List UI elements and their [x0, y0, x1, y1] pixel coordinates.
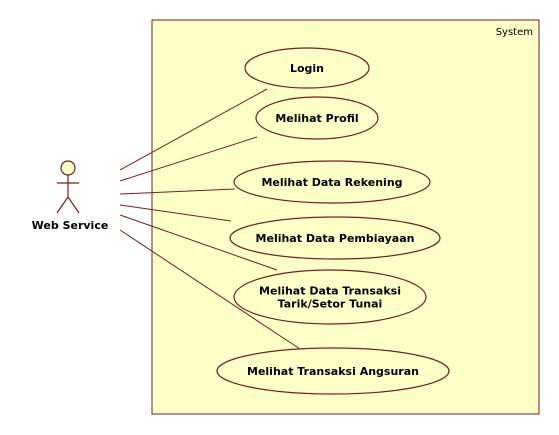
use-case-label: Tarik/Setor Tunai	[278, 298, 383, 311]
association-melihat-data-pembiayaan	[119, 204, 232, 222]
association-melihat-data-transaksi	[119, 214, 278, 271]
system-label: System	[496, 27, 533, 38]
use-case-login[interactable]: Login	[244, 47, 370, 89]
use-case-ellipse	[233, 269, 427, 325]
use-case-ellipse	[255, 96, 379, 140]
use-case-label: Login	[290, 62, 324, 75]
actor-web-service[interactable]: Web Service	[32, 160, 109, 232]
use-case-label: Melihat Transaksi Angsuran	[247, 365, 419, 378]
actor-right-leg	[67, 196, 80, 214]
use-case-ellipse	[229, 216, 441, 260]
use-case-label: Melihat Data Transaksi	[259, 285, 401, 298]
use-case-ellipse	[244, 47, 370, 89]
use-case-label: Melihat Data Rekening	[261, 176, 402, 189]
use-case-melihat-profil[interactable]: Melihat Profil	[255, 96, 379, 140]
actor-left-leg	[56, 196, 69, 214]
use-case-ellipse	[216, 347, 450, 395]
actor-head	[60, 160, 76, 176]
association-melihat-profil	[119, 136, 258, 182]
association-melihat-data-rekening	[119, 188, 236, 195]
use-case-label: Melihat Data Pembiayaan	[256, 232, 415, 245]
use-case-melihat-data-rekening[interactable]: Melihat Data Rekening	[233, 160, 431, 204]
use-case-melihat-data-pembiayaan[interactable]: Melihat Data Pembiayaan	[229, 216, 441, 260]
association-login	[119, 88, 268, 171]
use-case-label: Melihat Profil	[275, 112, 358, 125]
use-case-melihat-transaksi-angsuran[interactable]: Melihat Transaksi Angsuran	[216, 347, 450, 395]
associations	[119, 88, 301, 350]
use-case-ellipse	[233, 160, 431, 204]
actor-label: Web Service	[32, 219, 109, 232]
association-melihat-transaksi-angsuran	[119, 229, 301, 350]
